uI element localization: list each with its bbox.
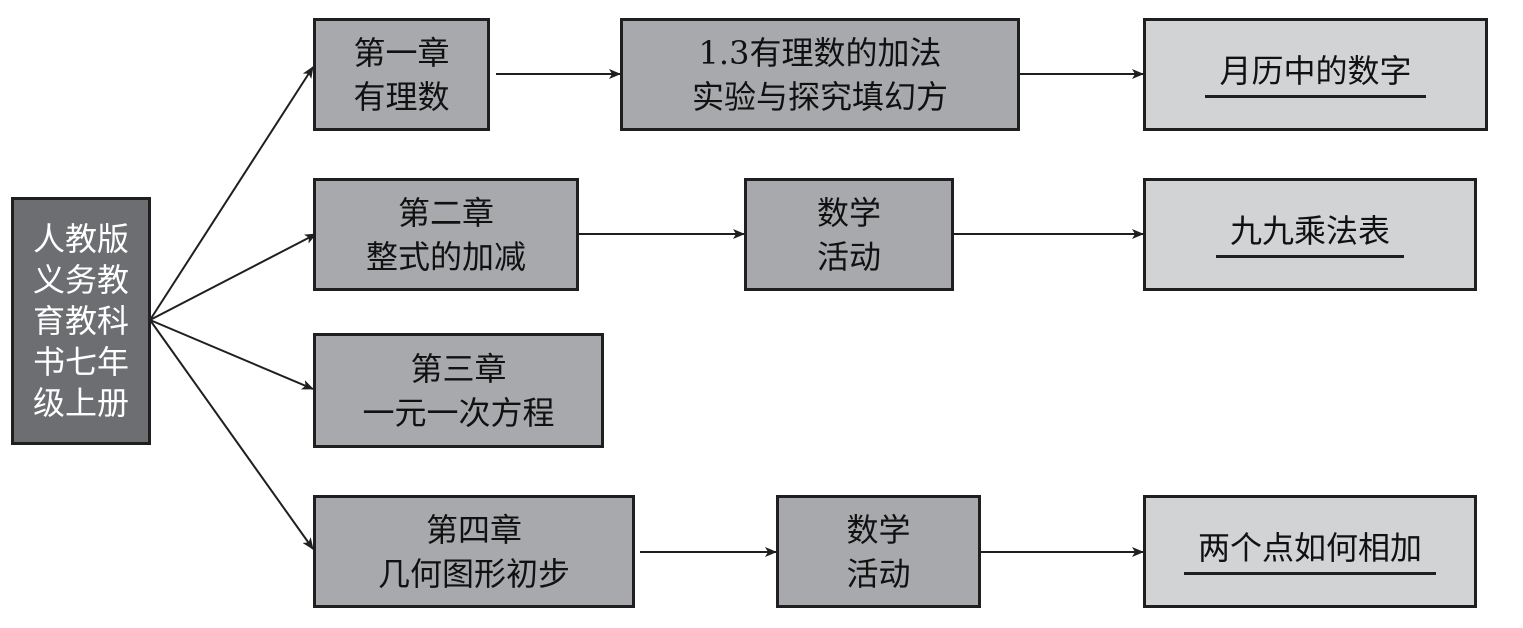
chapter-4-number: 第四章 bbox=[425, 510, 522, 549]
root-line-2: 义务教 bbox=[32, 260, 129, 299]
activity-2-line-2: 活动 bbox=[816, 237, 881, 276]
result-1-node: 月历中的数字 bbox=[1143, 18, 1488, 131]
root-node-textbook: 人教版 义务教 育教科 书七年 级上册 bbox=[11, 197, 151, 445]
root-line-4: 书七年 bbox=[32, 342, 129, 381]
result-1-label: 月历中的数字 bbox=[1205, 51, 1426, 98]
arrow-root-to-chapter-1 bbox=[149, 66, 314, 321]
result-2-node: 九九乘法表 bbox=[1143, 178, 1477, 291]
arrow-root-to-chapter-4 bbox=[149, 319, 314, 550]
chapter-4-node: 第四章 几何图形初步 bbox=[313, 495, 635, 608]
root-line-1: 人教版 bbox=[32, 219, 129, 258]
chapter-2-title: 整式的加减 bbox=[365, 237, 526, 276]
activity-4-line-1: 数学 bbox=[846, 510, 911, 549]
chapter-1-node: 第一章 有理数 bbox=[313, 18, 490, 131]
result-2-label: 九九乘法表 bbox=[1215, 211, 1404, 258]
chapter-3-node: 第三章 一元一次方程 bbox=[313, 333, 604, 448]
activity-1-line-1: 1.3有理数的加法 bbox=[698, 33, 942, 72]
chapter-2-node: 第二章 整式的加减 bbox=[313, 178, 579, 291]
activity-2-node: 数学 活动 bbox=[744, 178, 954, 291]
chapter-4-title: 几何图形初步 bbox=[377, 554, 570, 593]
chapter-1-title: 有理数 bbox=[353, 77, 450, 116]
activity-4-line-2: 活动 bbox=[846, 554, 911, 593]
chapter-1-number: 第一章 bbox=[353, 33, 450, 72]
activity-4-node: 数学 活动 bbox=[776, 495, 981, 608]
chapter-2-number: 第二章 bbox=[397, 193, 494, 232]
arrow-root-to-chapter-3 bbox=[149, 319, 314, 390]
arrow-root-to-chapter-2 bbox=[149, 233, 317, 321]
activity-2-line-1: 数学 bbox=[816, 193, 881, 232]
activity-1-node: 1.3有理数的加法 实验与探究填幻方 bbox=[620, 18, 1020, 131]
root-line-3: 育教科 bbox=[32, 301, 129, 340]
root-line-5: 级上册 bbox=[32, 383, 129, 422]
activity-1-line-2: 实验与探究填幻方 bbox=[691, 77, 948, 116]
result-4-node: 两个点如何相加 bbox=[1143, 495, 1477, 608]
chapter-3-title: 一元一次方程 bbox=[362, 393, 555, 432]
result-4-label: 两个点如何相加 bbox=[1183, 528, 1436, 575]
chapter-3-number: 第三章 bbox=[410, 349, 507, 388]
